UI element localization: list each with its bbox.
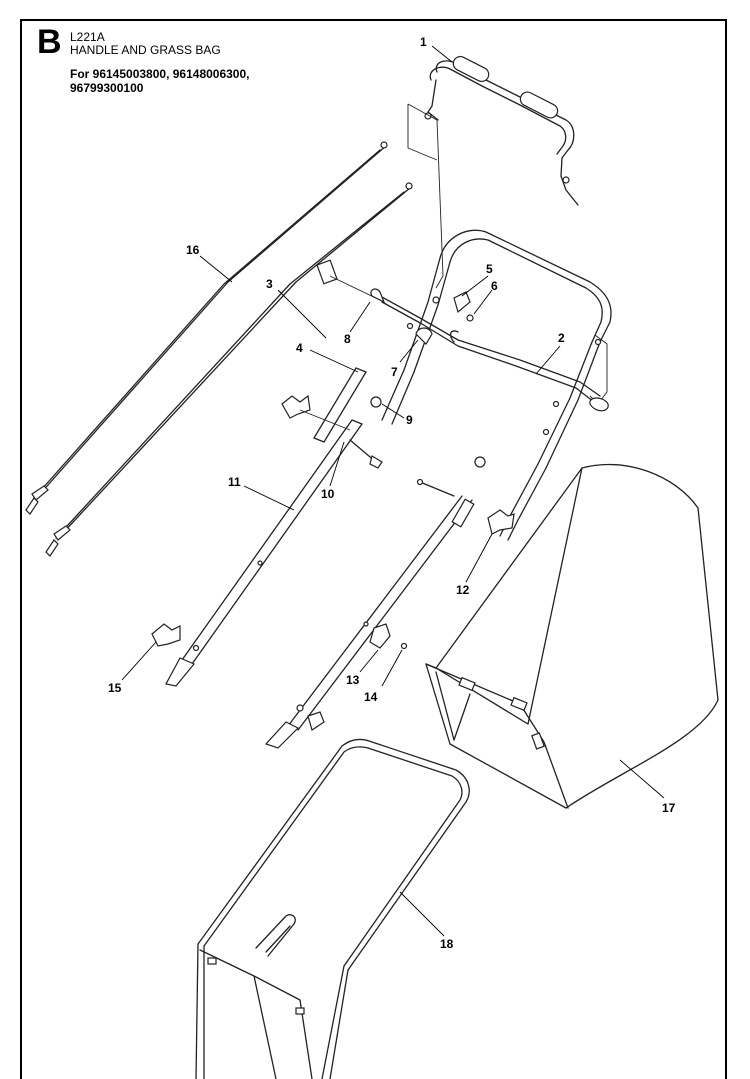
callout-1: 1 bbox=[420, 35, 427, 49]
callout-17: 17 bbox=[662, 801, 676, 815]
assembly-reference-lines bbox=[407, 103, 608, 405]
part-knob-left-upper bbox=[281, 394, 351, 431]
part-right-lower-tube bbox=[264, 456, 515, 749]
part-knob-lower-left bbox=[151, 623, 181, 647]
part-small-hardware bbox=[370, 288, 474, 408]
part-bag-frame bbox=[195, 738, 470, 1079]
callout-11: 11 bbox=[228, 475, 241, 489]
model-code: L221A bbox=[70, 30, 105, 44]
callout-16: 16 bbox=[186, 243, 200, 257]
callout-10: 10 bbox=[321, 487, 335, 501]
callout-15: 15 bbox=[108, 681, 122, 695]
callout-5: 5 bbox=[486, 262, 493, 276]
callout-6: 6 bbox=[491, 279, 498, 293]
part-grass-bag bbox=[425, 463, 719, 809]
callout-labels: 1 2 3 4 5 6 7 8 9 10 11 12 13 14 15 16 1… bbox=[108, 35, 676, 951]
callout-12: 12 bbox=[456, 583, 470, 597]
part-bolt bbox=[349, 439, 383, 469]
diagram-title: HANDLE AND GRASS BAG bbox=[70, 43, 221, 57]
callout-18: 18 bbox=[440, 937, 454, 951]
leader-lines bbox=[121, 45, 665, 937]
callout-13: 13 bbox=[346, 673, 360, 687]
part-left-lower-tube bbox=[165, 419, 363, 687]
applies-to-line-2: 96799300100 bbox=[70, 81, 144, 95]
diagram-frame bbox=[20, 19, 727, 1079]
part-crossbar bbox=[379, 295, 609, 412]
part-upper-handle bbox=[424, 55, 579, 206]
callout-8: 8 bbox=[344, 332, 351, 346]
section-letter: B bbox=[37, 23, 62, 61]
callout-2: 2 bbox=[558, 331, 565, 345]
part-cables bbox=[25, 141, 413, 557]
applies-to-line-1: For 96145003800, 96148006300, bbox=[70, 67, 250, 81]
part-left-upper-tube bbox=[313, 367, 367, 443]
callout-3: 3 bbox=[266, 277, 273, 291]
callout-14: 14 bbox=[364, 690, 378, 704]
callout-4: 4 bbox=[296, 341, 303, 355]
callout-9: 9 bbox=[406, 413, 413, 427]
callout-7: 7 bbox=[391, 365, 398, 379]
